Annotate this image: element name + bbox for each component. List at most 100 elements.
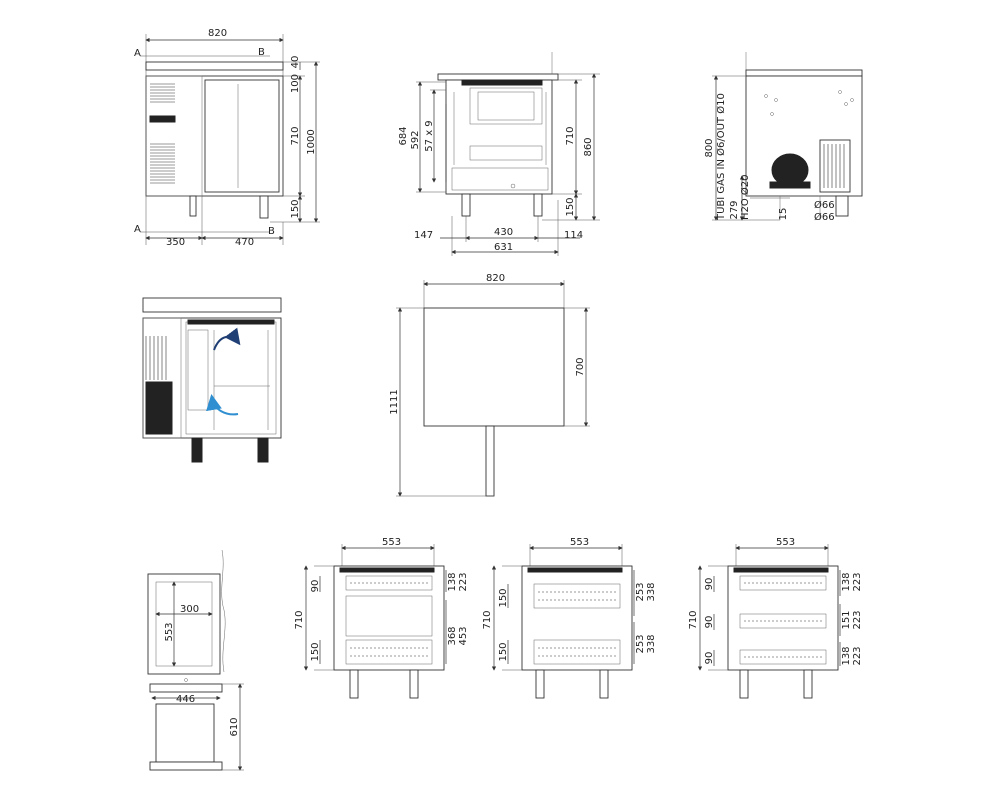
airflow-top-fan (187, 319, 275, 325)
drawer-config-a: 553 710 90 150 138 223 368 453 (294, 537, 469, 699)
config-a-dim-553: 553 (382, 537, 401, 548)
top-dim-820: 820 (486, 273, 505, 284)
side-dim-592: 592 (410, 130, 421, 149)
config-b-dim-150-bottom: 150 (498, 642, 509, 661)
side-dim-150: 150 (565, 197, 576, 216)
config-c-drawer-top (739, 575, 827, 591)
config-b-dim-253-bottom: 253 (635, 634, 646, 653)
config-b-drawer-bottom (533, 639, 621, 665)
config-c-drawer-middle (739, 613, 827, 629)
side-leg-left (461, 193, 471, 217)
side-cabinet-body (445, 79, 553, 195)
config-b-dim-553: 553 (570, 537, 589, 548)
top-worktop-outline (423, 307, 565, 427)
tray-inner (155, 581, 213, 667)
front-dim-150: 150 (290, 199, 301, 218)
config-c-dim-151: 151 (841, 610, 852, 629)
config-c-dim-90-bottom: 90 (704, 652, 715, 665)
technical-side-view: 800 TUBI GAS IN Ø6/OUT Ø10 279 H2O Ø20 1… (704, 52, 863, 223)
tech-dim-phi66-a: Ø66 (814, 199, 835, 211)
front-leg-left (189, 195, 197, 217)
evaporator-fan (461, 79, 543, 86)
side-dim-684: 684 (398, 126, 409, 145)
side-fan-box (477, 91, 535, 121)
config-c-dim-90-top: 90 (704, 578, 715, 591)
section-marker-b-bottom: B (268, 226, 275, 237)
front-leg-right (259, 195, 269, 219)
config-b-dim-253-top: 253 (635, 582, 646, 601)
config-a-dim-223: 223 (458, 572, 469, 591)
airflow-evaporator (187, 329, 209, 411)
tech-worktop (745, 69, 863, 77)
section-marker-a-bottom: A (134, 224, 141, 235)
drawer-config-c: 553 710 90 90 90 138 223 151 223 138 223 (688, 537, 863, 699)
drawer-config-b: 553 710 150 150 253 338 253 338 (482, 537, 657, 699)
tech-gas-tubes-label: TUBI GAS IN Ø6/OUT Ø10 (715, 93, 727, 221)
cabinet-door (204, 79, 280, 193)
top-door-swing (485, 425, 495, 497)
condenser (819, 139, 851, 193)
condenser-fins (823, 144, 845, 188)
airflow-arrow-out (213, 327, 241, 351)
config-b-dim-338-top: 338 (646, 582, 657, 601)
side-dim-631: 631 (494, 242, 513, 253)
tech-holes (764, 90, 854, 116)
side-dim-147: 147 (414, 230, 433, 241)
tray-dim-553: 553 (164, 622, 175, 641)
side-worktop (437, 73, 559, 81)
tray-dim-610: 610 (229, 717, 240, 736)
tray-base-top (149, 683, 223, 693)
airflow-compressor-bay (142, 317, 182, 439)
config-b-dim-710: 710 (482, 610, 493, 629)
front-dim-350: 350 (166, 237, 185, 248)
config-a-cabinet (333, 565, 445, 671)
side-bottom-drawer (451, 167, 549, 191)
airflow-compressor-block (145, 381, 173, 435)
side-upper-shelf-frame (469, 87, 543, 125)
config-a-dim-138: 138 (447, 572, 458, 591)
airflow-vent-grille (145, 336, 167, 380)
top-dim-1111: 1111 (389, 389, 400, 414)
config-a-dim-453: 453 (458, 626, 469, 645)
front-dim-710: 710 (290, 126, 301, 145)
tray-detail-view: 300 553 446 610 (147, 549, 244, 771)
config-a-dim-710: 710 (294, 610, 305, 629)
config-c-dim-223-bottom: 223 (852, 646, 863, 665)
top-dim-700: 700 (575, 357, 586, 376)
airflow-section-view (142, 297, 282, 463)
side-dim-114: 114 (564, 230, 583, 241)
tech-dim-800: 800 (704, 138, 715, 157)
compressor-bay (145, 75, 203, 197)
top-plan-view: 820 700 1111 (389, 273, 590, 497)
config-c-dim-710: 710 (688, 610, 699, 629)
tray-base-bottom (149, 761, 223, 771)
side-dim-57x9: 57 x 9 (424, 120, 435, 151)
section-marker-a-top: A (134, 48, 141, 59)
side-dim-430: 430 (494, 227, 513, 238)
tech-leg (835, 195, 849, 217)
tray-dim-300: 300 (180, 604, 199, 615)
tray-dim-446: 446 (176, 694, 195, 705)
side-leg-right (533, 193, 543, 217)
worktop (145, 61, 284, 71)
config-c-dim-138-bottom: 138 (841, 646, 852, 665)
tray-frame (147, 573, 221, 675)
config-a-drawer-top (345, 575, 433, 591)
front-dim-470: 470 (235, 237, 254, 248)
airflow-leg-left (191, 437, 203, 463)
front-view: 820 A B (134, 28, 320, 248)
config-c-cabinet (727, 565, 839, 671)
tech-dim-phi66-b: Ø66 (814, 211, 835, 223)
config-a-dim-150: 150 (310, 642, 321, 661)
front-dim-40: 40 (290, 56, 301, 69)
config-a-dim-90: 90 (310, 580, 321, 593)
config-c-drawer-bottom (739, 649, 827, 665)
tray-break-line (221, 549, 226, 673)
config-b-dim-150-top: 150 (498, 588, 509, 607)
tech-dim-279: 279 (729, 200, 740, 219)
config-b-dim-338-bottom: 338 (646, 634, 657, 653)
config-c-dim-223-top: 223 (852, 572, 863, 591)
side-dim-860: 860 (583, 137, 594, 156)
